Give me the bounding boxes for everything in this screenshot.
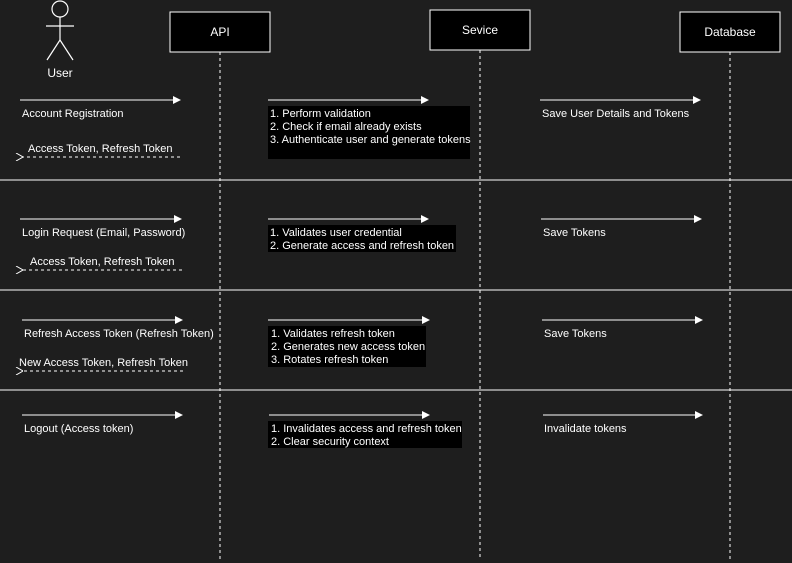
service-step: 2. Generate access and refresh token xyxy=(270,240,454,252)
actor-database-box: Database xyxy=(679,11,781,53)
user-actor-icon xyxy=(46,0,74,61)
db-action-label: Save Tokens xyxy=(544,328,607,340)
actor-api-box: API xyxy=(169,11,271,53)
service-step: 1. Validates user credential xyxy=(270,227,402,239)
section-logout: Logout (Access token) 1. Invalidates acc… xyxy=(22,411,703,448)
service-step: 1. Validates refresh token xyxy=(271,328,395,340)
response-label: Access Token, Refresh Token xyxy=(30,256,175,268)
service-step: 3. Rotates refresh token xyxy=(271,354,388,366)
response-label: New Access Token, Refresh Token xyxy=(19,357,188,369)
request-label: Account Registration xyxy=(22,108,124,120)
service-step: 1. Perform validation xyxy=(270,108,371,120)
actor-service-label: Sevice xyxy=(462,23,498,37)
section-refresh: Refresh Access Token (Refresh Token) New… xyxy=(19,316,703,371)
actor-service-box: Sevice xyxy=(429,9,531,51)
service-step: 1. Invalidates access and refresh token xyxy=(271,423,462,435)
db-action-label: Invalidate tokens xyxy=(544,423,627,435)
request-label: Refresh Access Token (Refresh Token) xyxy=(24,328,214,340)
db-action-label: Save User Details and Tokens xyxy=(542,108,690,120)
request-label: Logout (Access token) xyxy=(24,423,133,435)
service-step: 2. Clear security context xyxy=(271,436,389,448)
section-registration: Account Registration Access Token, Refre… xyxy=(20,96,701,159)
section-login: Login Request (Email, Password) Access T… xyxy=(20,215,702,270)
service-steps-box xyxy=(268,421,462,448)
service-step: 2. Generates new access token xyxy=(271,341,425,353)
actor-api-label: API xyxy=(210,25,229,39)
response-label: Access Token, Refresh Token xyxy=(28,143,173,155)
service-step: 2. Check if email already exists xyxy=(270,121,422,133)
service-steps-box xyxy=(268,225,456,252)
db-action-label: Save Tokens xyxy=(543,227,606,239)
actor-user-label: User xyxy=(47,66,72,80)
service-step: 3. Authenticate user and generate tokens xyxy=(270,134,471,146)
service-steps-box xyxy=(268,106,470,159)
service-steps-box xyxy=(268,326,426,367)
request-label: Login Request (Email, Password) xyxy=(22,227,185,239)
actor-database-label: Database xyxy=(704,25,756,39)
